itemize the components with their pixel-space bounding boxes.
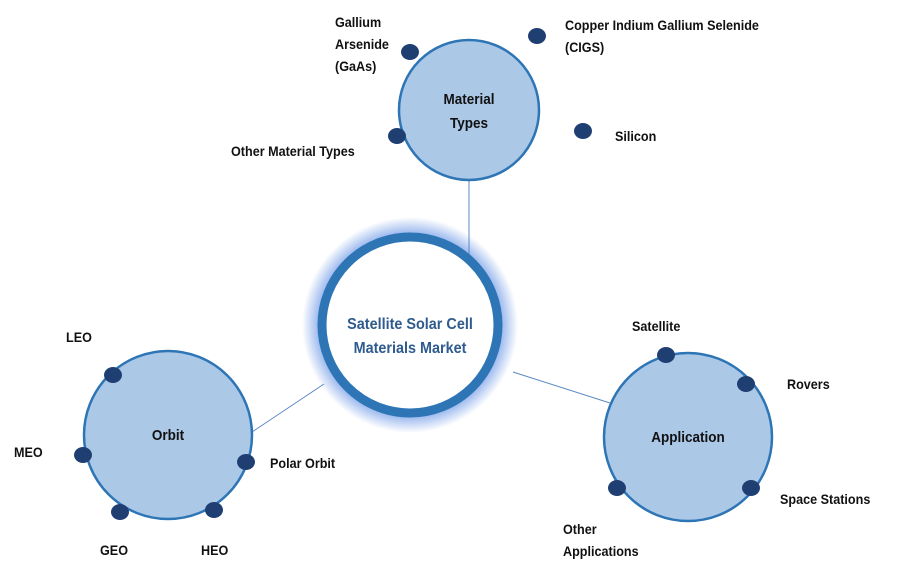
label-polar-orbit: Polar Orbit [270, 455, 336, 471]
label-heo: HEO [201, 542, 229, 558]
label-gaas: (GaAs) [335, 58, 377, 74]
center-title: Satellite Solar Cell Materials Market [347, 313, 473, 361]
dot-geo [111, 504, 129, 520]
material-title-line2: Types [449, 115, 489, 132]
center-node [317, 232, 503, 418]
dot-heo [205, 502, 223, 518]
center-title-line2: Materials Market [353, 340, 467, 357]
material-title-line1: Material [443, 91, 495, 108]
connector-orbit [251, 383, 325, 433]
application-title: Application [651, 429, 725, 446]
orbit-title: Orbit [151, 427, 185, 444]
label-applications: Applications [563, 543, 639, 559]
label-space-stations: Space Stations [780, 491, 871, 507]
dot-leo [104, 367, 122, 383]
label-gallium: Gallium [335, 14, 382, 30]
label-satellite: Satellite [632, 318, 681, 334]
dot-silicon [574, 123, 592, 139]
dot-other-applications [608, 480, 626, 496]
label-rovers: Rovers [787, 376, 830, 392]
label-arsenide: Arsenide [335, 36, 389, 52]
label-other: Other [563, 521, 597, 537]
connector-application [512, 371, 611, 404]
center-title-line1: Satellite Solar Cell [347, 316, 473, 333]
label-meo: MEO [14, 444, 43, 460]
material-types-node [397, 38, 541, 182]
dot-satellite [657, 347, 675, 363]
label-silicon: Silicon [615, 128, 657, 144]
label-leo: LEO [66, 329, 92, 345]
material-types-title: Material Types [443, 88, 494, 136]
orbit-node [82, 349, 254, 521]
dot-other-material [388, 128, 406, 144]
dot-polar [237, 454, 255, 470]
dot-space-stations [742, 480, 760, 496]
dot-rovers [737, 376, 755, 392]
application-node [602, 351, 774, 523]
dot-gaas [401, 44, 419, 60]
dot-cigs [528, 28, 546, 44]
label-other-material: Other Material Types [231, 143, 355, 159]
label-cigs-abbr: (CIGS) [565, 39, 605, 55]
label-cigs: Copper Indium Gallium Selenide [565, 17, 759, 33]
dot-meo [74, 447, 92, 463]
label-geo: GEO [100, 542, 129, 558]
